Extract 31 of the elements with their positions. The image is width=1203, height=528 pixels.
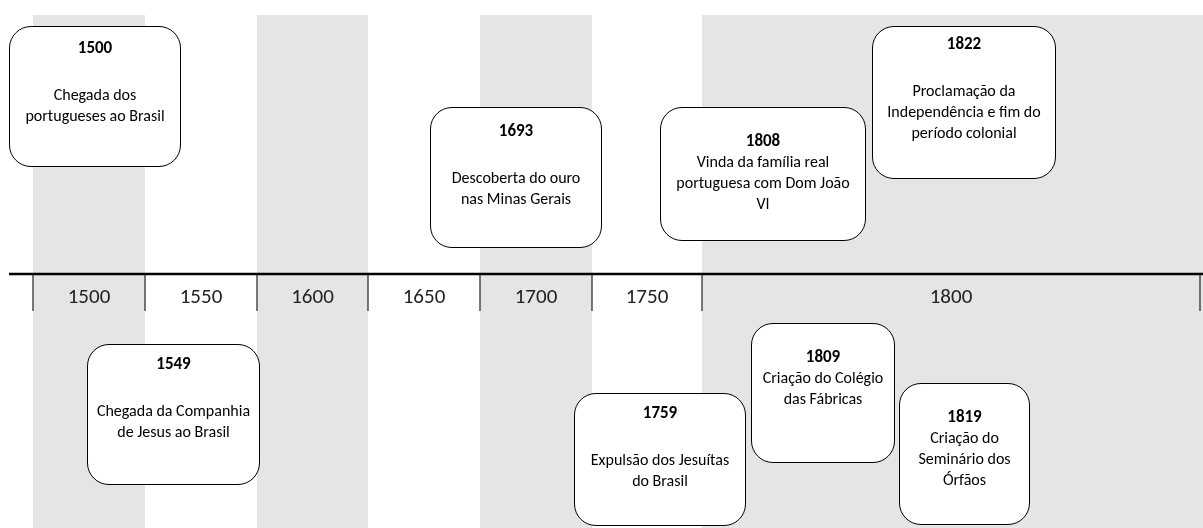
event-card [872,26,1056,179]
year-label: 1700 [514,283,558,309]
year-label: 1750 [625,283,669,309]
event-description: Criação do Seminário dos Órfãos [917,427,1012,490]
event-card [87,344,260,485]
year-label: 1600 [291,283,334,309]
year-label: 1650 [402,283,446,309]
event-year: 1809 [804,346,842,367]
event-description: Vinda da família real portuguesa com Dom João VI [675,151,851,214]
year-label: 1800 [929,283,973,309]
event-card [899,383,1030,525]
event-year: 1500 [76,37,114,58]
event-card [660,107,866,241]
event-year: 1759 [641,402,679,423]
event-description: Criação do Colégio das Fábricas [761,367,885,409]
event-card [430,107,602,248]
event-description: Chegada da Companhia de Jesus ao Brasil [95,400,252,442]
event-description: Descoberta do ouro nas Minas Gerais [450,167,582,209]
year-label: 1500 [67,283,111,309]
event-year: 1819 [946,406,983,427]
event-year: 1808 [744,130,782,151]
year-label: 1550 [179,283,223,309]
event-year: 1549 [155,353,192,374]
event-description: Proclamação da Independência e fim do período colonial [886,80,1042,143]
event-card [9,26,181,167]
event-card [574,393,746,526]
event-description: Chegada dos portugueses ao Brasil [24,84,166,126]
event-description: Expulsão dos Jesuítas do Brasil [589,449,731,491]
event-year: 1822 [945,33,983,54]
event-card [751,323,895,463]
event-year: 1693 [497,120,535,141]
